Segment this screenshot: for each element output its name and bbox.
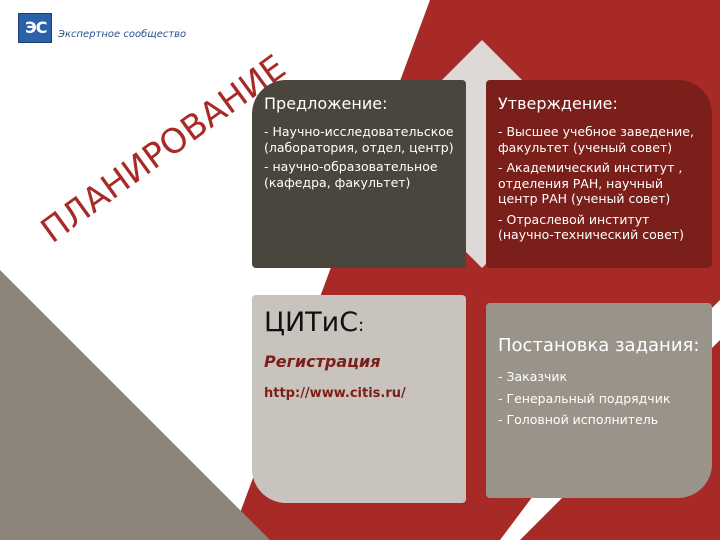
approval-item: - Высшее учебное заведение, факультет (у… — [498, 124, 694, 155]
approval-card: Утверждение: - Высшее учебное заведение,… — [486, 80, 712, 268]
logo-text: ЭС — [25, 18, 48, 37]
task-item: - Заказчик — [498, 369, 568, 384]
registration-label: Регистрация — [264, 352, 381, 371]
citis-card: ЦИТиС: Регистрация http://www.citis.ru/ — [252, 295, 466, 503]
citis-title-colon: : — [358, 315, 365, 336]
task-title: Постановка задания: — [498, 335, 700, 356]
task-item: - Головной исполнитель — [498, 412, 659, 427]
task-card: Постановка задания: - Заказчик - Генерал… — [486, 303, 712, 498]
gray-triangle-tip — [230, 520, 270, 540]
brand-tagline: Экспертное сообщество — [58, 29, 187, 40]
approval-item: - Академический институт , отделения РАН… — [498, 160, 683, 206]
approval-title: Утверждение: — [498, 94, 618, 113]
proposal-item: - научно-образовательное (кафедра, факул… — [264, 159, 438, 190]
task-item: - Генеральный подрядчик — [498, 390, 671, 406]
proposal-item: - Научно-исследовательское (лаборатория,… — [264, 124, 454, 155]
approval-item: - Отраслевой институт (научно-технически… — [498, 211, 684, 243]
citis-title-text: ЦИТиС — [264, 307, 359, 338]
brand-logo: ЭС — [18, 13, 52, 43]
citis-link[interactable]: http://www.citis.ru/ — [264, 386, 406, 401]
citis-title: ЦИТиС: — [264, 307, 466, 342]
gray-triangle-left — [0, 270, 250, 540]
proposal-card: Предложение: - Научно-исследовательское … — [252, 80, 466, 268]
proposal-title: Предложение: — [264, 94, 388, 113]
